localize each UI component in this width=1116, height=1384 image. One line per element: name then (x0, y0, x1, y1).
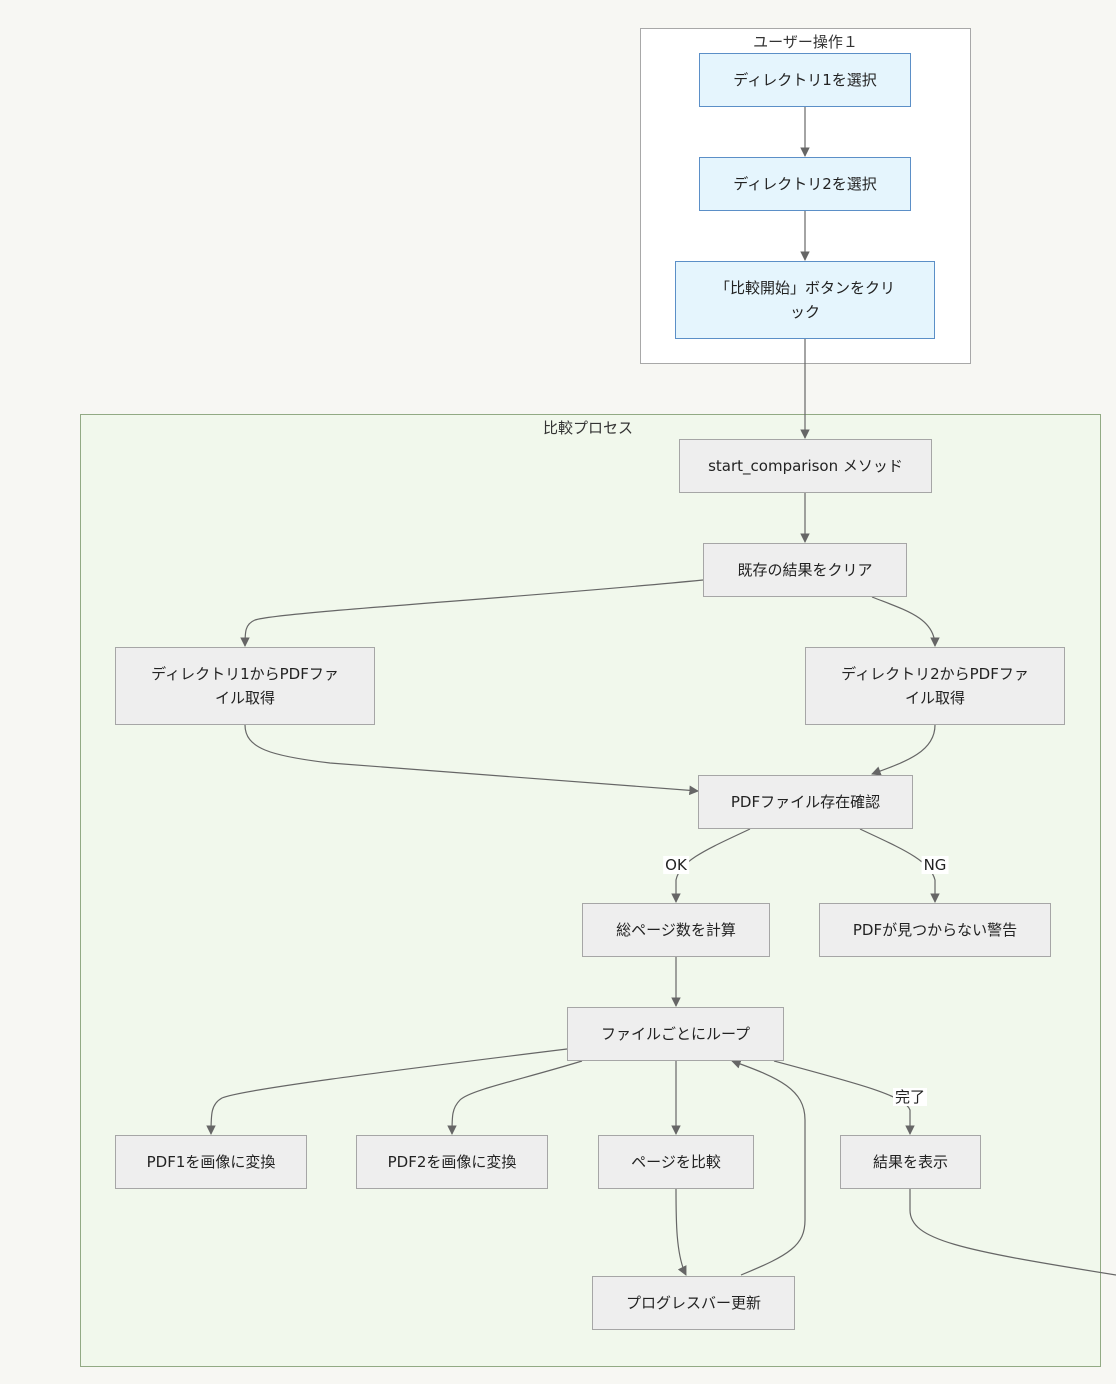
node-get-pdf-dir1[interactable]: ディレクトリ1からPDFファ イル取得 (115, 647, 375, 725)
edge-loop-done-to-results (773, 1060, 915, 1135)
node-pdf2-to-image-label: PDF2を画像に変換 (387, 1153, 517, 1171)
edge-get-pdf2-to-check (871, 724, 936, 776)
edge-compare-to-progress (675, 1188, 687, 1276)
node-compare-pages[interactable]: ページを比較 (598, 1135, 754, 1189)
edge-clear-to-get-pdf1 (240, 579, 704, 647)
node-file-loop-label: ファイルごとにループ (600, 1025, 751, 1043)
edge-label-ng: NG (921, 856, 949, 874)
node-click-start-label-2: ック (789, 303, 820, 321)
node-calc-total-pages[interactable]: 総ページ数を計算 (582, 903, 770, 957)
node-select-dir1[interactable]: ディレクトリ1を選択 (699, 53, 911, 107)
node-select-dir2-label: ディレクトリ2を選択 (733, 175, 877, 193)
node-calc-pages-label: 総ページ数を計算 (616, 921, 736, 939)
cluster-title-user-operations: ユーザー操作１ (753, 33, 858, 51)
node-start-method-label: start_comparison メソッド (708, 457, 903, 475)
edge-check-ng-to-warning (859, 828, 940, 903)
edge-label-done: 完了 (892, 1088, 928, 1106)
node-file-loop[interactable]: ファイルごとにループ (567, 1007, 784, 1061)
node-pdf1-to-image[interactable]: PDF1を画像に変換 (115, 1135, 307, 1189)
cluster-title-comparison-process: 比較プロセス (543, 419, 634, 437)
node-start-comparison-method[interactable]: start_comparison メソッド (679, 439, 932, 493)
node-compare-pages-label: ページを比較 (631, 1153, 721, 1171)
node-pdf-not-found-warning[interactable]: PDFが見つからない警告 (819, 903, 1051, 957)
edge-label-ok: OK (663, 856, 689, 874)
node-check-pdf-label: PDFファイル存在確認 (730, 793, 881, 811)
node-get-pdf-dir1-label-2: イル取得 (214, 689, 275, 707)
node-click-start-label-1: 「比較開始」ボタンをクリ (714, 279, 895, 297)
node-get-pdf-dir1-label-1: ディレクトリ1からPDFファ (151, 665, 339, 683)
cluster-comparison-process: 比較プロセス (80, 414, 1101, 1367)
edge-results-out (909, 1189, 1116, 1276)
node-show-results-label: 結果を表示 (872, 1153, 948, 1171)
edge-loop-to-pdf1-img (206, 1048, 568, 1135)
node-click-start-button[interactable]: 「比較開始」ボタンをクリ ック (675, 261, 935, 339)
node-check-pdf-exists[interactable]: PDFファイル存在確認 (698, 775, 913, 829)
edge-get-pdf1-to-check (244, 724, 699, 796)
edge-clear-to-get-pdf2 (871, 596, 940, 647)
node-clear-results[interactable]: 既存の結果をクリア (703, 543, 907, 597)
edge-loop-to-pdf2-img (447, 1060, 583, 1135)
node-get-pdf-dir2-label-2: イル取得 (904, 689, 965, 707)
node-pdf1-to-image-label: PDF1を画像に変換 (146, 1153, 276, 1171)
node-clear-results-label: 既存の結果をクリア (737, 561, 873, 579)
node-update-progress-label: プログレスバー更新 (625, 1294, 761, 1312)
edge-progress-to-loop (731, 1059, 806, 1276)
node-update-progress-bar[interactable]: プログレスバー更新 (592, 1276, 795, 1330)
node-show-results[interactable]: 結果を表示 (840, 1135, 981, 1189)
node-pdf2-to-image[interactable]: PDF2を画像に変換 (356, 1135, 548, 1189)
node-get-pdf-dir2-label-1: ディレクトリ2からPDFファ (841, 665, 1029, 683)
node-get-pdf-dir2[interactable]: ディレクトリ2からPDFファ イル取得 (805, 647, 1065, 725)
node-select-dir2[interactable]: ディレクトリ2を選択 (699, 157, 911, 211)
edge-check-ok-to-calc (671, 828, 751, 903)
node-pdf-warning-label: PDFが見つからない警告 (852, 921, 1018, 939)
node-select-dir1-label: ディレクトリ1を選択 (733, 71, 877, 89)
